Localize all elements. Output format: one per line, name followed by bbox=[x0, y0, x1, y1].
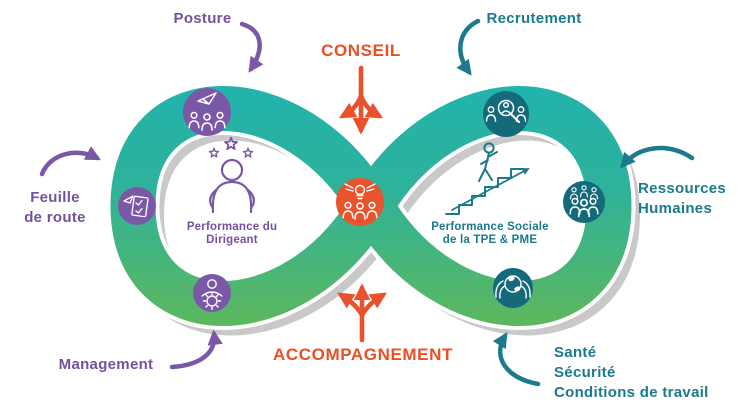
right-caption-line-1: Performance bbox=[431, 221, 504, 233]
management-label: Management bbox=[58, 356, 154, 373]
person-climbing-stairs-icon bbox=[445, 142, 530, 215]
sante-line-1: Santé bbox=[554, 344, 597, 361]
sante-line-3: Conditions de travail bbox=[554, 384, 709, 401]
left-caption-line-1: Performance bbox=[186, 221, 260, 233]
leader-with-stars-icon bbox=[208, 136, 255, 214]
conseil-label: CONSEIL bbox=[321, 41, 401, 60]
accompagnement-trident-arrow bbox=[337, 283, 387, 343]
shared-idea-lightbulb-icon bbox=[342, 183, 378, 220]
right-caption-line-3: TPE & PME bbox=[473, 234, 538, 246]
feuille-line-1: Feuille bbox=[30, 189, 80, 206]
conseil-trident-arrow bbox=[339, 65, 383, 135]
checklist-launch-icon bbox=[123, 195, 149, 218]
conseil-accompagnement-node bbox=[336, 178, 384, 226]
ressources-line-1: Ressources bbox=[638, 180, 727, 197]
management-node bbox=[193, 274, 231, 312]
right-caption-line-2: Sociale de la bbox=[442, 221, 549, 246]
paper-plane-team-icon bbox=[188, 92, 226, 131]
candidates-magnifier-icon bbox=[485, 99, 527, 124]
person-gear-icon bbox=[201, 279, 223, 311]
right-loop-caption: Performance Sociale de la TPE & PME bbox=[430, 221, 550, 247]
posture-label: Posture bbox=[173, 10, 232, 27]
sante-arrow bbox=[492, 332, 541, 387]
recrutement-label: Recrutement bbox=[486, 10, 582, 27]
feuille-de-route-label: Feuille de route bbox=[0, 188, 110, 228]
recrutement-arrow bbox=[456, 18, 481, 76]
sante-line-2: Sécurité bbox=[554, 364, 616, 381]
ressources-humaines-label: Ressources Humaines bbox=[638, 179, 744, 219]
left-loop-caption: Performance du Dirigeant bbox=[172, 221, 292, 247]
hands-globe-icon bbox=[495, 275, 531, 299]
feuille-de-route-node bbox=[118, 187, 156, 225]
management-arrow bbox=[169, 329, 223, 370]
recrutement-node bbox=[483, 91, 529, 137]
feuille-de-route-arrow bbox=[39, 146, 101, 177]
posture-arrow bbox=[239, 21, 264, 73]
feuille-line-2: de route bbox=[24, 209, 86, 226]
sante-node bbox=[493, 268, 533, 308]
ressources-line-2: Humaines bbox=[638, 200, 713, 217]
ressources-humaines-node bbox=[563, 181, 605, 223]
ressources-humaines-arrow bbox=[620, 145, 695, 169]
left-caption-line-2: du Dirigeant bbox=[206, 221, 278, 246]
accompagnement-label: ACCOMPAGNEMENT bbox=[273, 345, 453, 364]
sante-securite-label: Santé Sécurité Conditions de travail bbox=[554, 343, 744, 403]
posture-node bbox=[183, 88, 231, 136]
